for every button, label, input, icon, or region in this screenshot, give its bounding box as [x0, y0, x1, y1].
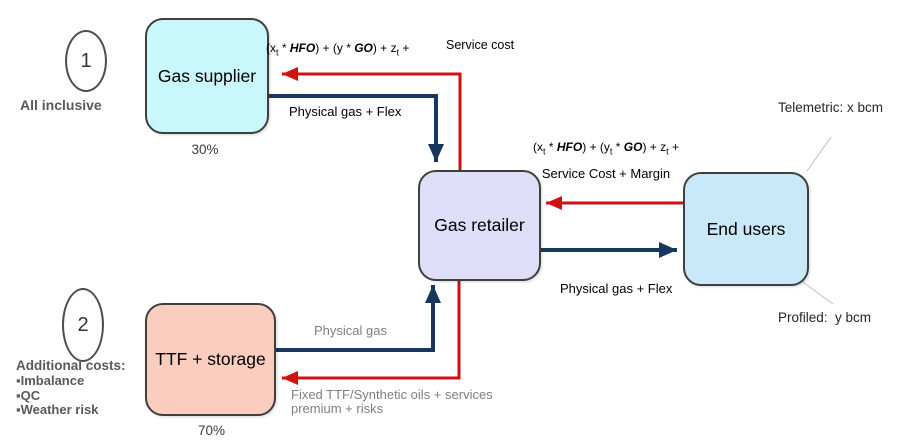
bullet-item: ▪Weather risk	[16, 402, 99, 417]
bullet-item: ▪QC	[16, 387, 41, 403]
end-users-label: End users	[706, 218, 786, 239]
node-gas-supplier: Gas supplier	[145, 18, 269, 134]
telemetric-annotation: Telemetric: x bcm	[778, 100, 884, 115]
scenario-2-label: Additional costs:	[16, 358, 126, 373]
gas-retailer-label: Gas retailer	[434, 215, 525, 235]
ttf-delivery-label: Physical gas	[314, 323, 387, 338]
profiled-annotation: Profiled: y bcm	[778, 310, 872, 325]
node-gas-retailer: Gas retailer	[418, 170, 541, 281]
square-bullet-icon: ▪	[16, 373, 21, 388]
service-cost-label: Service cost	[446, 38, 515, 52]
scenario-2-bullet-list: ▪Imbalance ▪QC ▪Weather risk	[16, 373, 99, 418]
arrow-ttf-delivers-retailer	[272, 285, 441, 352]
supplier-share: 30%	[191, 142, 219, 157]
square-bullet-icon: ▪	[16, 402, 21, 417]
retail-delivery-label: Physical gas + Flex	[560, 281, 673, 296]
retail-price-formula: (xt * HFO) + (yt * GO) + zt +	[533, 140, 679, 157]
ttf-price-line1: Fixed TTF/Synthetic oils + services	[291, 387, 493, 402]
supplier-price-formula: (xt * HFO) + (y * GO) + zt +	[266, 41, 410, 58]
ttf-storage-label: TTF + storage	[155, 349, 266, 369]
ttf-price-line2: premium + risks	[291, 401, 384, 416]
square-bullet-icon: ▪	[16, 387, 21, 403]
scenario-1-label: All inclusive	[20, 97, 102, 113]
scenario-2-number: 2	[77, 313, 89, 336]
supplier-delivery-label: Physical gas + Flex	[289, 104, 402, 119]
scenario-2-badge: 2	[62, 288, 104, 362]
arrow-retailer-pays-supplier	[282, 67, 462, 171]
bullet-item: ▪Imbalance	[16, 373, 85, 388]
profiled-connector-line	[799, 279, 834, 305]
scenario-1-badge: 1	[65, 30, 107, 92]
scenario-1-number: 1	[80, 49, 92, 72]
node-end-users: End users	[683, 172, 809, 286]
node-ttf-storage: TTF + storage	[145, 303, 276, 416]
service-cost-margin-label: Service Cost + Margin	[541, 166, 671, 181]
gas-supplier-label: Gas supplier	[157, 65, 257, 86]
ttf-share: 70%	[197, 423, 226, 438]
telemetric-connector-line	[806, 136, 832, 172]
